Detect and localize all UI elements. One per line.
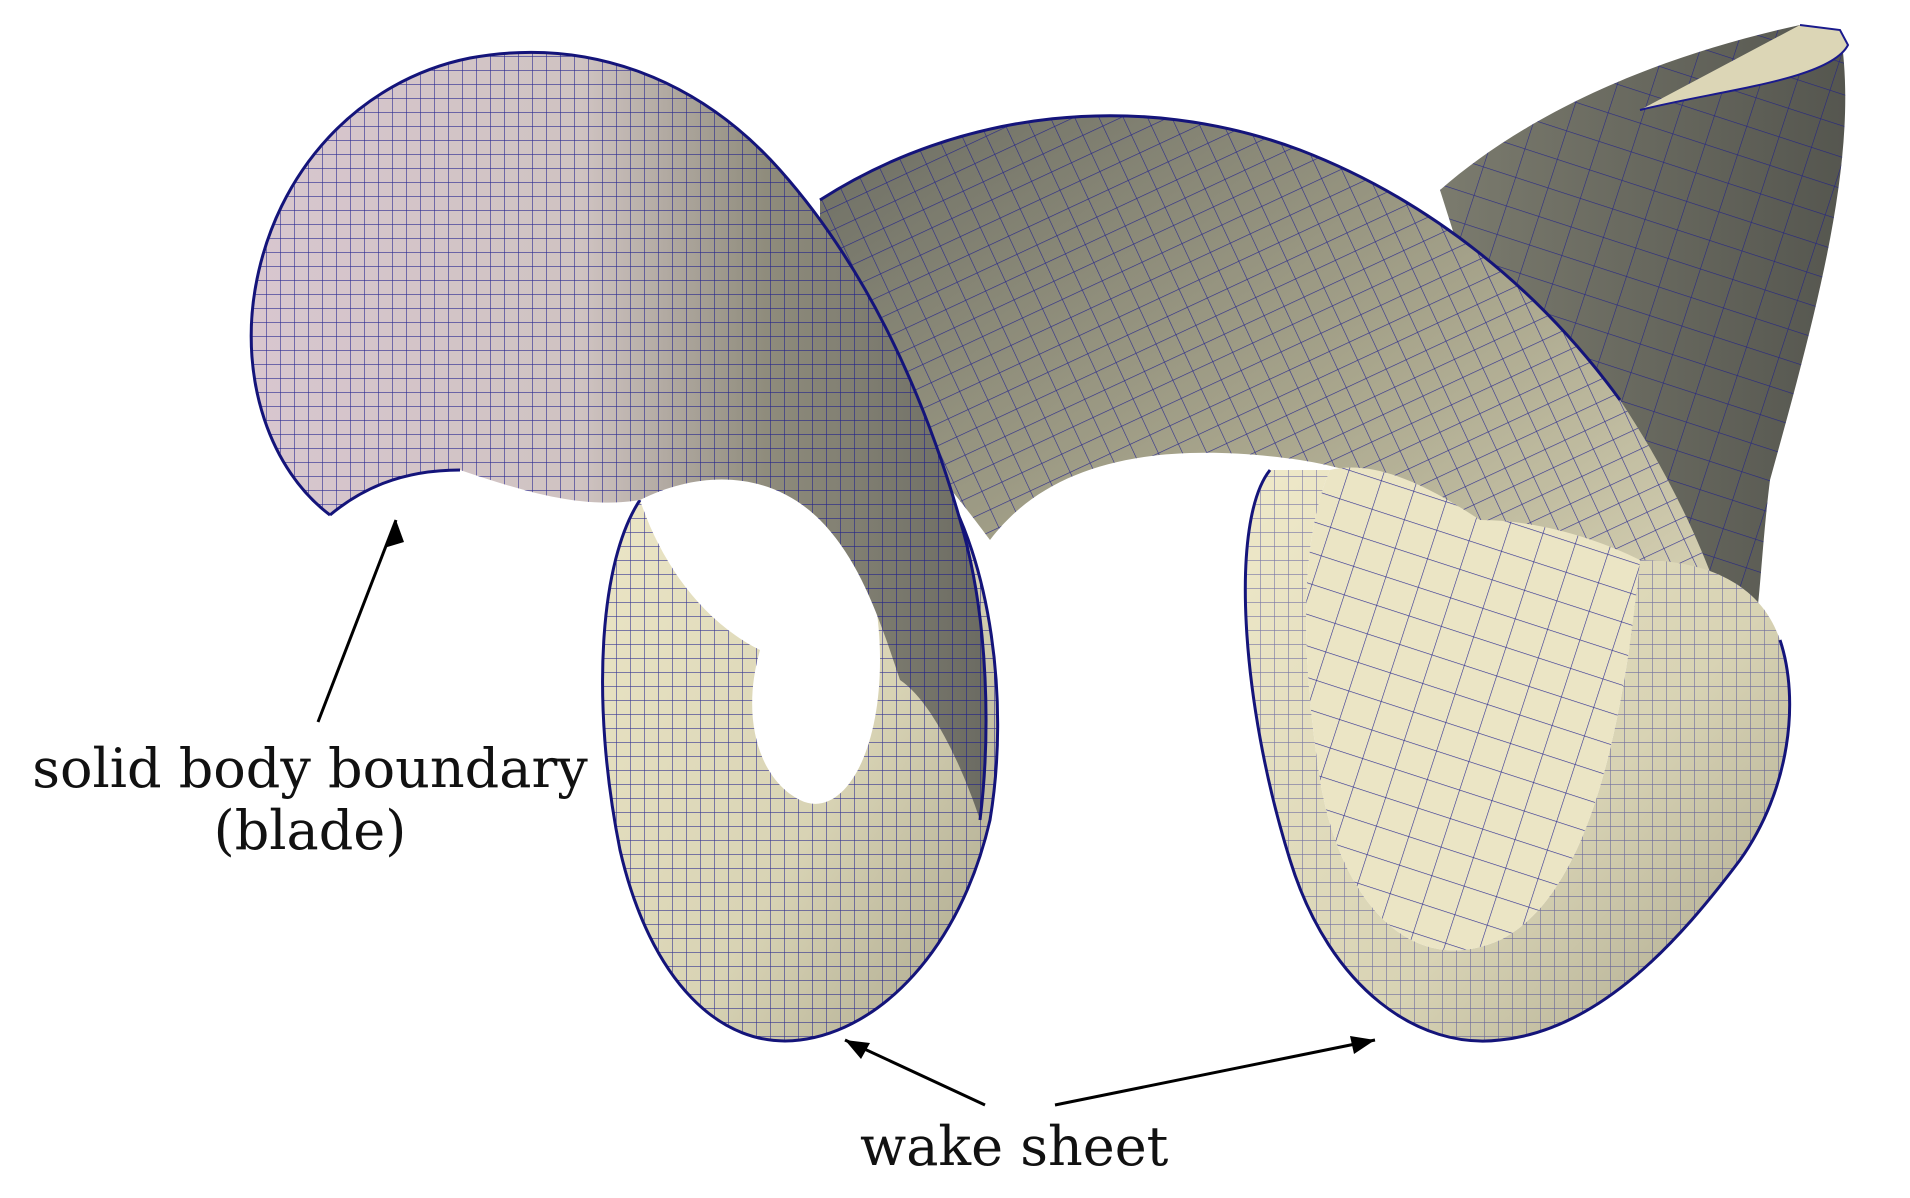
wake-label: wake sheet xyxy=(860,1115,1169,1178)
wake-arrow-left xyxy=(844,1038,986,1107)
blade-surface xyxy=(249,50,988,821)
far-helix-turn xyxy=(1440,24,1850,650)
wake-arrow-right xyxy=(1054,1036,1376,1107)
middle-helix-band xyxy=(819,114,1750,721)
blade-label-line1: solid body boundary xyxy=(32,737,588,800)
right-wake-ring xyxy=(1243,467,1792,1043)
blade-label: solid body boundary (blade) xyxy=(20,738,600,862)
blade-arrow xyxy=(316,519,404,723)
blade-label-line2: (blade) xyxy=(213,799,407,862)
